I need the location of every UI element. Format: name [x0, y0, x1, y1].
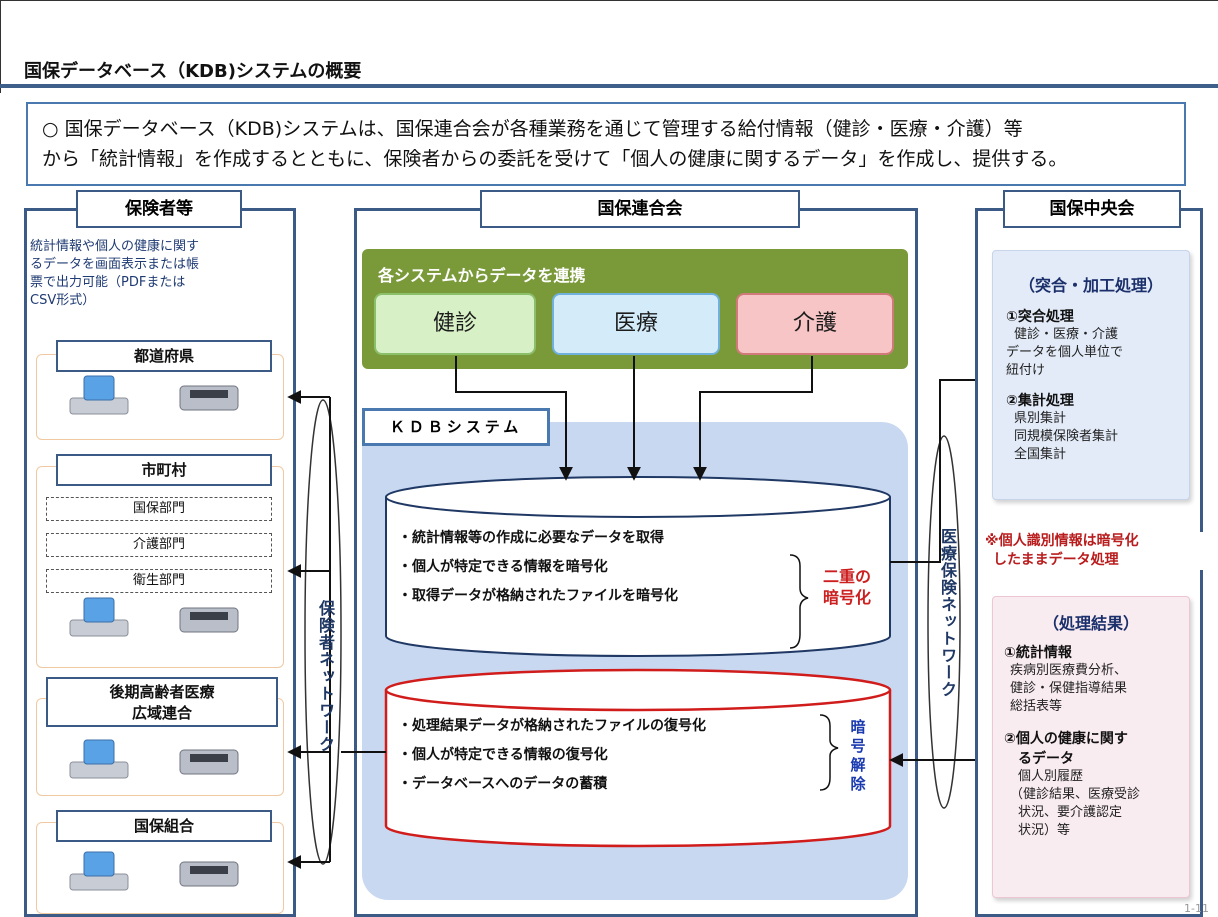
medical-network-shape [927, 435, 961, 809]
lower-cylinder-items: ・処理結果データが格納されたファイルの復号化 ・個人が特定できる情報の復号化 ・… [398, 718, 706, 792]
result-box-content: ①統計情報 疾病別医療費分析、 健診・保健指導結果 総括表等 ②個人の健康に関す… [1004, 645, 1141, 838]
decryption-note: 暗 号 解 除 [850, 718, 866, 793]
central-panel-title: 国保中央会 [1003, 190, 1181, 228]
dept-eisei: 衛生部門 [46, 569, 272, 593]
double-encryption-note: 二重の 暗号化 [822, 567, 871, 607]
insurer-arrows [287, 390, 331, 869]
computer-printer-icons [69, 375, 239, 891]
kdb-system-label: ＫＤＢシステム [362, 408, 550, 446]
upper-database-cylinder [385, 476, 891, 657]
org-municipality-title: 市町村 [56, 454, 272, 486]
match-process-box [992, 250, 1190, 500]
federation-panel-title: 国保連合会 [480, 190, 800, 228]
dept-kokuho: 国保部門 [46, 497, 272, 521]
summary-box: ○ 国保データベース（KDB)システムは、国保連合会が各種業務を通じて管理する給… [26, 102, 1186, 186]
lower-database-cylinder [384, 668, 892, 848]
system-to-kdb-arrows [455, 356, 813, 481]
system-iryo: 医療 [552, 293, 720, 355]
insurer-network-shape [304, 399, 342, 865]
dept-kaigo: 介護部門 [46, 533, 272, 557]
page-number: 1-11 [1184, 902, 1209, 915]
result-box-title: （処理結果） [1042, 614, 1139, 633]
insurers-panel-title: 保険者等 [76, 190, 242, 228]
medical-network-label: 医療保険ネットワーク [938, 528, 957, 698]
org-elderly-union-title: 後期高齢者医療 広域連合 [46, 677, 278, 727]
bracket-marks [789, 554, 839, 791]
data-link-label: 各システムからデータを連携 [378, 266, 586, 285]
org-kokuho-union-title: 国保組合 [56, 810, 272, 842]
insurers-description: 統計情報や個人の健康に関す るデータを画面表示または帳 票で出力可能（PDFまた… [30, 239, 200, 308]
title-rule [0, 84, 1218, 88]
insurer-network-label: 保険者ネットワーク [316, 600, 335, 753]
upper-to-central-arrow [890, 373, 993, 563]
system-kenshin: 健診 [374, 293, 536, 355]
title-frame [0, 0, 1218, 93]
org-prefecture-title: 都道府県 [56, 340, 272, 372]
upper-cylinder-items: ・統計情報等の作成に必要なデータを取得 ・個人が特定できる情報を暗号化 ・取得デ… [398, 530, 678, 604]
encryption-process-note: ※個人識別情報は暗号化 したままデータ処理 [985, 532, 1210, 570]
result-box [992, 596, 1190, 898]
system-kaigo: 介護 [736, 293, 894, 355]
summary-line-1: ○ 国保データベース（KDB)システムは、国保連合会が各種業務を通じて管理する給… [42, 118, 1023, 140]
match-process-content: ①突合処理 健診・医療・介護 データを個人単位で 紐付け ②集計処理 県別集計 … [1006, 309, 1124, 462]
match-process-title: （突合・加工処理） [1018, 276, 1163, 295]
page-title: 国保データベース（KDB)システムの概要 [24, 61, 362, 82]
summary-line-2: から「統計情報」を作成するとともに、保険者からの委託を受けて「個人の健康に関する… [42, 148, 1068, 170]
